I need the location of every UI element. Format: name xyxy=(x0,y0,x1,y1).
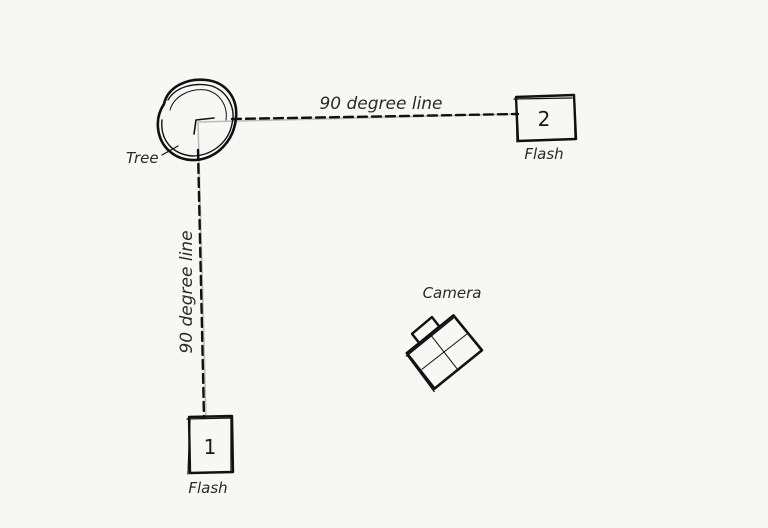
flash-2-number: 2 xyxy=(538,107,551,131)
flash-2-symbol xyxy=(513,93,578,143)
camera-symbol xyxy=(405,314,484,393)
flash-1-symbol xyxy=(186,414,235,475)
flash-1-label: Flash xyxy=(188,479,227,497)
flash-2-label: Flash xyxy=(524,145,563,163)
camera-label: Camera xyxy=(423,284,482,302)
horizontal-line-label: 90 degree line xyxy=(319,94,442,114)
tree-symbol xyxy=(156,78,238,162)
horizontal-dashed-line xyxy=(230,112,520,121)
vertical-dashed-line xyxy=(196,148,206,420)
tree-label: Tree xyxy=(126,149,159,167)
vertical-line-label: 90 degree line xyxy=(177,230,197,353)
flash-1-number: 1 xyxy=(204,435,217,459)
